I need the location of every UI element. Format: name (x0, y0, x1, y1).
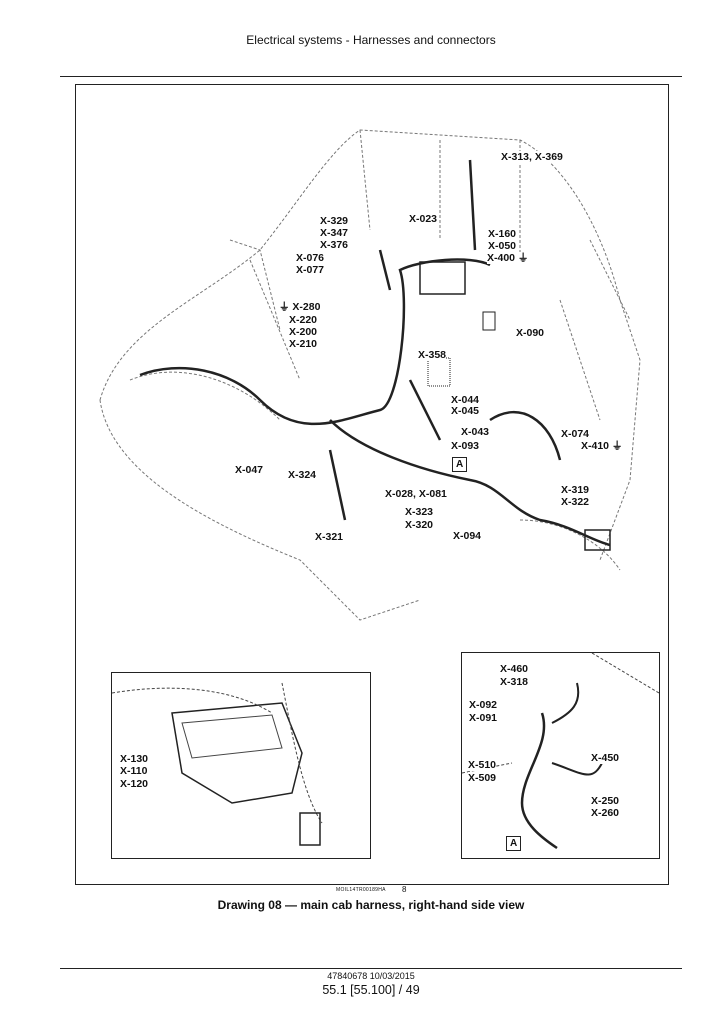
callout-label: X-044 (451, 394, 480, 406)
callout-label: X-110 (120, 765, 148, 777)
detail-marker-a: A (452, 457, 468, 472)
figure-id: MOIL14TR00189HA (336, 887, 386, 893)
callout-label: X-210 (289, 338, 318, 350)
callout-label: X-094 (453, 530, 482, 542)
callout-label: X-319 (561, 484, 590, 496)
figure-number: 8 (402, 885, 407, 894)
callout-label: X-093 (451, 440, 480, 452)
callout-label: X-050 (488, 240, 517, 252)
callout-label: X-200 (289, 326, 318, 338)
callout-label: ⏚ X-280 (279, 301, 321, 313)
callout-label: X-358 (418, 349, 447, 361)
callout-label: X-510 (468, 759, 497, 771)
callout-label: X-130 (120, 753, 149, 765)
footer-page: 55.1 [55.100] / 49 (322, 983, 420, 997)
callout-label: X-120 (120, 778, 149, 790)
fuse-box-inset: X-130 X-110 X-120 (111, 672, 371, 859)
callout-label: X-250 (591, 795, 620, 807)
callout-label: X-045 (451, 405, 480, 417)
callout-label: X-043 (461, 426, 490, 438)
callout-label: X-322 (561, 496, 590, 508)
callout-label: X-077 (296, 264, 325, 276)
callout-label: X-313, X-369 (501, 151, 563, 163)
footer-rule (60, 968, 682, 969)
callout-label: X-076 (296, 252, 325, 264)
callout-label: X-092 (469, 699, 498, 711)
callout-label: X-321 (315, 531, 344, 543)
callout-label: X-460 (500, 663, 529, 675)
callout-label: X-323 (405, 506, 434, 518)
detail-marker-a: A (506, 836, 522, 851)
header-rule (60, 76, 682, 77)
figure-caption: Drawing 08 — main cab harness, right-han… (217, 898, 525, 912)
page-header: Electrical systems - Harnesses and conne… (246, 33, 496, 47)
footer-doc-id: 47840678 10/03/2015 (327, 971, 415, 981)
detail-a-inset: X-460 X-318 X-092 X-091 X-450 X-510 X-50… (461, 652, 660, 859)
callout-label: X-400 ⏚ (487, 252, 529, 264)
fuse-box-drawing (112, 682, 323, 846)
callout-label: X-347 (320, 227, 349, 239)
callout-label: X-028, X-081 (385, 488, 447, 500)
callout-label: X-329 (320, 215, 349, 227)
callout-label: X-160 (488, 228, 517, 240)
callout-label: X-220 (289, 314, 318, 326)
callout-label: X-324 (288, 469, 317, 481)
callout-label: X-509 (468, 772, 497, 784)
callout-label: X-320 (405, 519, 434, 531)
callout-label: X-074 (561, 428, 590, 440)
callout-label: X-410 ⏚ (581, 440, 623, 452)
callout-label: X-260 (591, 807, 620, 819)
callout-label: X-450 (591, 752, 620, 764)
callout-label: X-047 (235, 464, 264, 476)
callout-label: X-023 (409, 213, 438, 225)
detail-a-drawing (462, 653, 659, 850)
callout-label: X-091 (469, 712, 498, 724)
callout-label: X-318 (500, 676, 529, 688)
figure-frame (75, 84, 669, 885)
callout-label: X-090 (516, 327, 545, 339)
callout-label: X-376 (320, 239, 349, 251)
